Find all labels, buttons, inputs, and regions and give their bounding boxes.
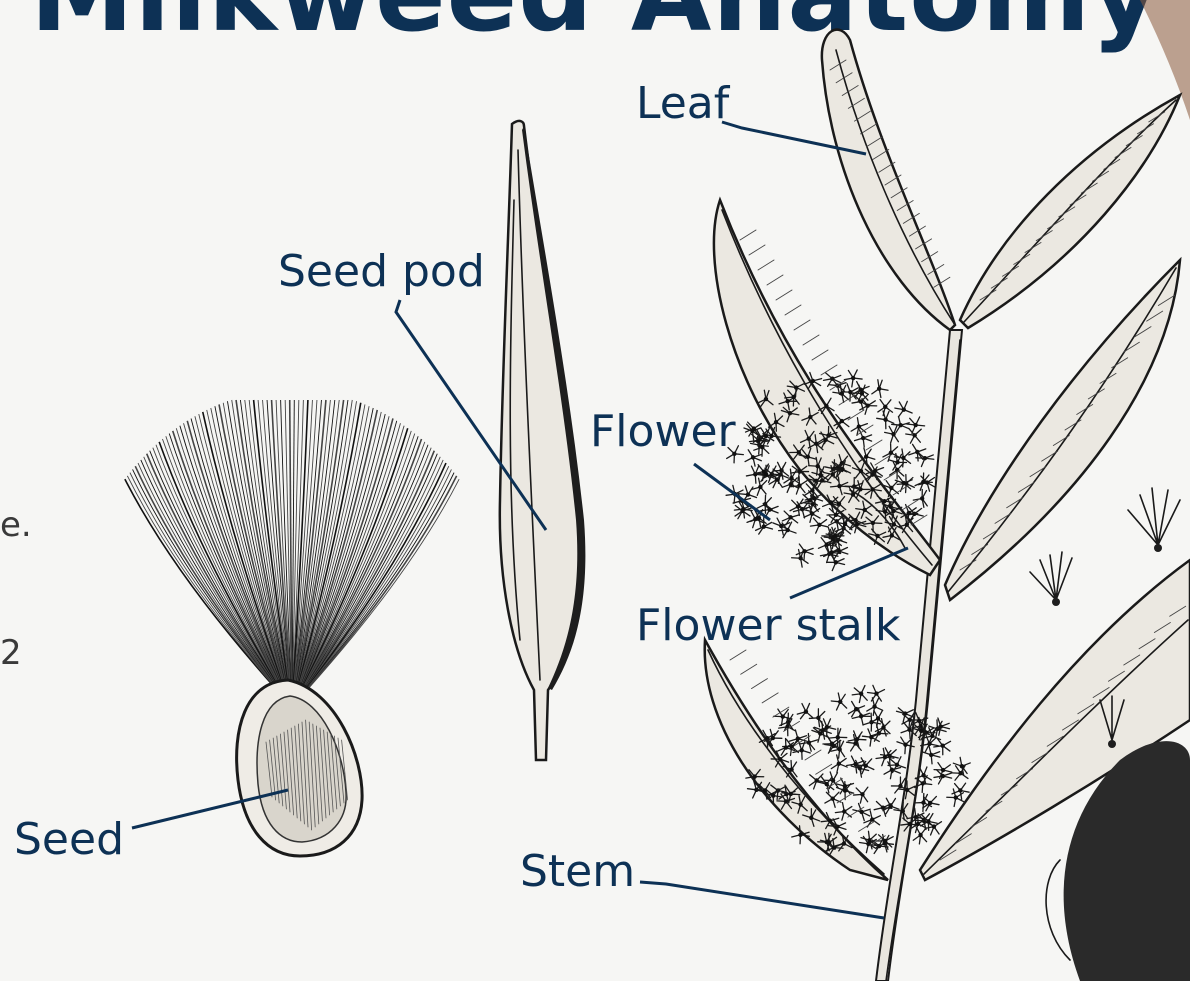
shadow-corner (1140, 0, 1190, 120)
label-flower-stalk: Flower stalk (636, 604, 900, 648)
leaf-top (822, 30, 955, 330)
label-seed-pod: Seed pod (278, 250, 485, 294)
label-seed: Seed (14, 818, 124, 862)
seed-coma-hairs (125, 400, 459, 690)
label-leaf: Leaf (636, 82, 729, 126)
main-stem (876, 330, 962, 981)
leader-line-flower-stalk (790, 548, 908, 598)
milkweed-plant-illustration (705, 30, 1190, 981)
leader-line-stem (640, 882, 884, 918)
seed-illustration (125, 400, 459, 856)
label-stem: Stem (520, 850, 635, 894)
seed-pod-illustration (500, 121, 586, 760)
label-flower: Flower (590, 410, 736, 454)
leaf-left-low (705, 640, 888, 880)
